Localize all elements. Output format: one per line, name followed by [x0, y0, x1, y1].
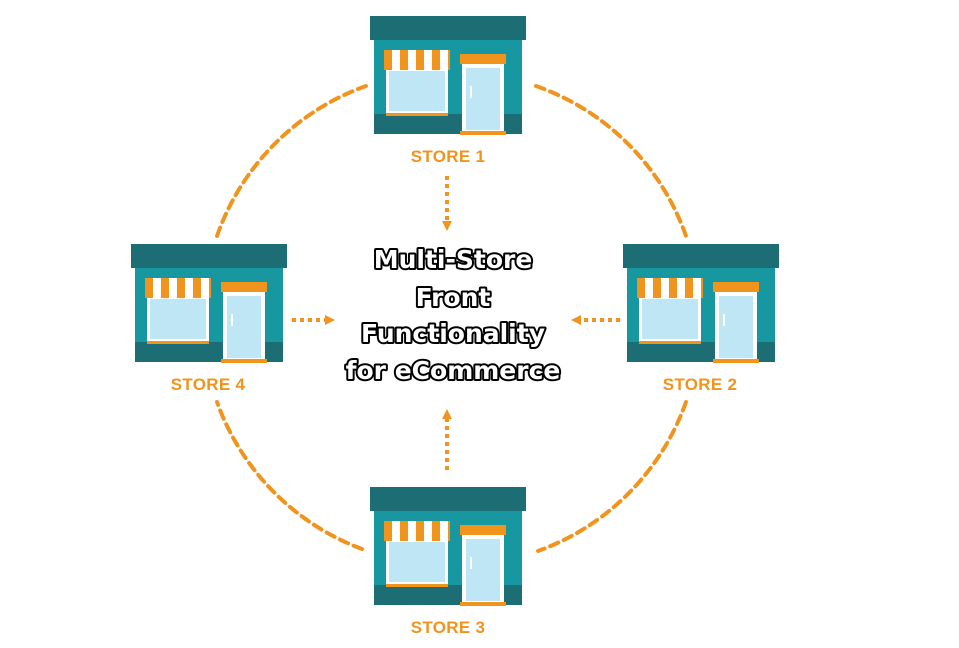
store-3-icon	[370, 487, 526, 606]
store-1-label: STORE 1	[411, 147, 486, 166]
arc-store2-store3	[536, 400, 688, 553]
arc-store3-store4	[215, 400, 364, 551]
store-2-icon	[623, 244, 779, 363]
store-2-label: STORE 2	[663, 375, 738, 394]
store-3-label: STORE 3	[411, 618, 486, 637]
center-title-line-2: Front	[416, 283, 491, 312]
center-title-line-3: Functionality	[361, 319, 545, 348]
arc-store4-store1	[215, 84, 368, 238]
arc-store1-store2	[534, 84, 688, 238]
center-arrows	[292, 176, 620, 470]
center-title-line-4: for eCommerce	[346, 356, 561, 385]
store-4-label: STORE 4	[171, 375, 246, 394]
center-title: Multi-Store Front Functionality for eCom…	[344, 243, 563, 387]
connector-arcs	[215, 84, 688, 553]
store-1-icon	[370, 16, 526, 135]
store-4-icon	[131, 244, 287, 363]
center-title-line-1: Multi-Store	[374, 245, 533, 274]
